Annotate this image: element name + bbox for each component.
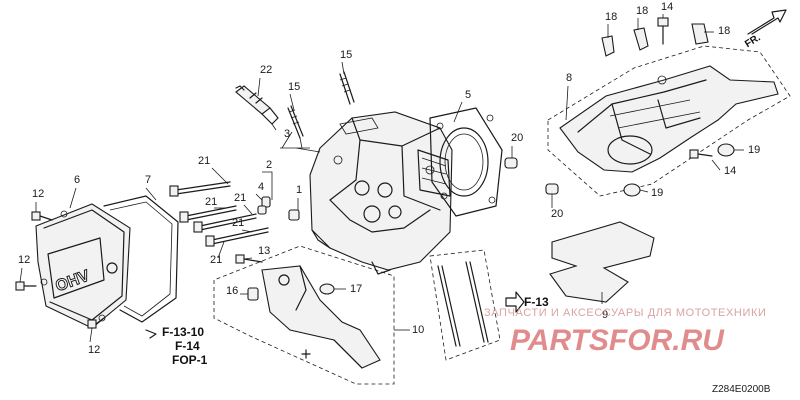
callout-c14a: 14 bbox=[661, 1, 673, 13]
air-guide bbox=[559, 65, 779, 173]
cover-bolt-top bbox=[31, 211, 53, 221]
callout-c12a: 12 bbox=[32, 188, 44, 200]
watermark-brand: PARTSFOR.RU bbox=[510, 324, 725, 357]
callout-c21b: 21 bbox=[205, 196, 217, 208]
callout-c16: 16 bbox=[226, 285, 238, 297]
dowel-pin-lower bbox=[545, 183, 559, 195]
cover-bolt-left bbox=[15, 281, 37, 291]
callout-c8: 8 bbox=[566, 72, 572, 84]
valve-guide bbox=[288, 209, 300, 221]
insulator bbox=[549, 221, 655, 303]
callout-c21a: 21 bbox=[198, 155, 210, 167]
callout-c20b: 20 bbox=[551, 208, 563, 220]
nut-17 bbox=[319, 283, 335, 295]
collar-16 bbox=[247, 287, 259, 301]
callout-c12c: 12 bbox=[88, 344, 100, 356]
head-cover: OHV bbox=[35, 203, 131, 329]
reference-f13: F-13 bbox=[524, 295, 549, 309]
watermark-caption: ЗАПЧАСТИ И АКСЕССУАРЫ ДЛЯ МОТОТЕХНИКИ bbox=[484, 307, 766, 319]
clip-18-a bbox=[601, 35, 615, 57]
callout-c21e: 21 bbox=[210, 254, 222, 266]
push-rods bbox=[429, 249, 501, 361]
callout-c21d: 21 bbox=[232, 217, 244, 229]
reference-fop1: FOP-1 bbox=[172, 353, 208, 367]
callout-c15a: 15 bbox=[288, 81, 300, 93]
callout-c12b: 12 bbox=[18, 254, 30, 266]
callout-c5: 5 bbox=[465, 89, 471, 101]
callout-c1: 1 bbox=[296, 184, 302, 196]
cover-bolt-bottom bbox=[87, 317, 105, 329]
valve-seal bbox=[257, 196, 271, 215]
clip-18-b bbox=[633, 27, 649, 51]
ref-arrow-f13 bbox=[505, 291, 525, 313]
direction-label: FR. bbox=[743, 32, 763, 50]
head-cover-gasket bbox=[103, 195, 179, 323]
dowel-pin-upper bbox=[504, 157, 518, 169]
leader-lines bbox=[19, 14, 744, 343]
head-bolts bbox=[169, 181, 269, 247]
bolt-14-side bbox=[689, 149, 713, 159]
bracket-group-outline bbox=[213, 245, 395, 385]
callout-c2: 2 bbox=[266, 159, 272, 171]
ref-arrow-f1310 bbox=[145, 329, 157, 339]
stud-bolt-left bbox=[287, 105, 304, 139]
grommet-19-right bbox=[717, 143, 735, 157]
callout-c6: 6 bbox=[74, 174, 80, 186]
callout-c17: 17 bbox=[350, 283, 362, 295]
grommet-19-lower bbox=[623, 183, 641, 197]
cylinder-head bbox=[309, 111, 453, 275]
callout-c18b: 18 bbox=[636, 5, 648, 17]
callout-c15b: 15 bbox=[340, 49, 352, 61]
clip-18-c bbox=[691, 23, 709, 45]
spark-plug bbox=[235, 85, 279, 131]
reference-f1310: F-13-10 bbox=[162, 325, 204, 339]
callout-c7: 7 bbox=[145, 174, 151, 186]
air-guide-outline bbox=[547, 45, 791, 197]
stud-bolt-right bbox=[339, 71, 355, 105]
callout-c18a: 18 bbox=[605, 11, 617, 23]
front-direction-arrow: FR. bbox=[743, 9, 787, 50]
callout-c20a: 20 bbox=[511, 132, 523, 144]
bolt-14-top bbox=[657, 17, 669, 45]
reference-f14: F-14 bbox=[175, 339, 200, 353]
callout-c19a: 19 bbox=[748, 144, 760, 156]
callout-c3: 3 bbox=[284, 128, 290, 140]
callout-c18c: 18 bbox=[718, 25, 730, 37]
callout-c19b: 19 bbox=[651, 187, 663, 199]
callout-c4: 4 bbox=[258, 181, 264, 193]
callout-c14b: 14 bbox=[724, 165, 736, 177]
callout-c9: 9 bbox=[602, 309, 608, 321]
callout-c10: 10 bbox=[412, 324, 424, 336]
breather-bracket bbox=[261, 265, 381, 369]
callout-c22: 22 bbox=[260, 64, 272, 76]
drawing-code: Z284E0200B bbox=[712, 384, 771, 395]
callout-c13: 13 bbox=[258, 245, 270, 257]
callout-c21c: 21 bbox=[234, 192, 246, 204]
head-gasket bbox=[429, 107, 503, 217]
